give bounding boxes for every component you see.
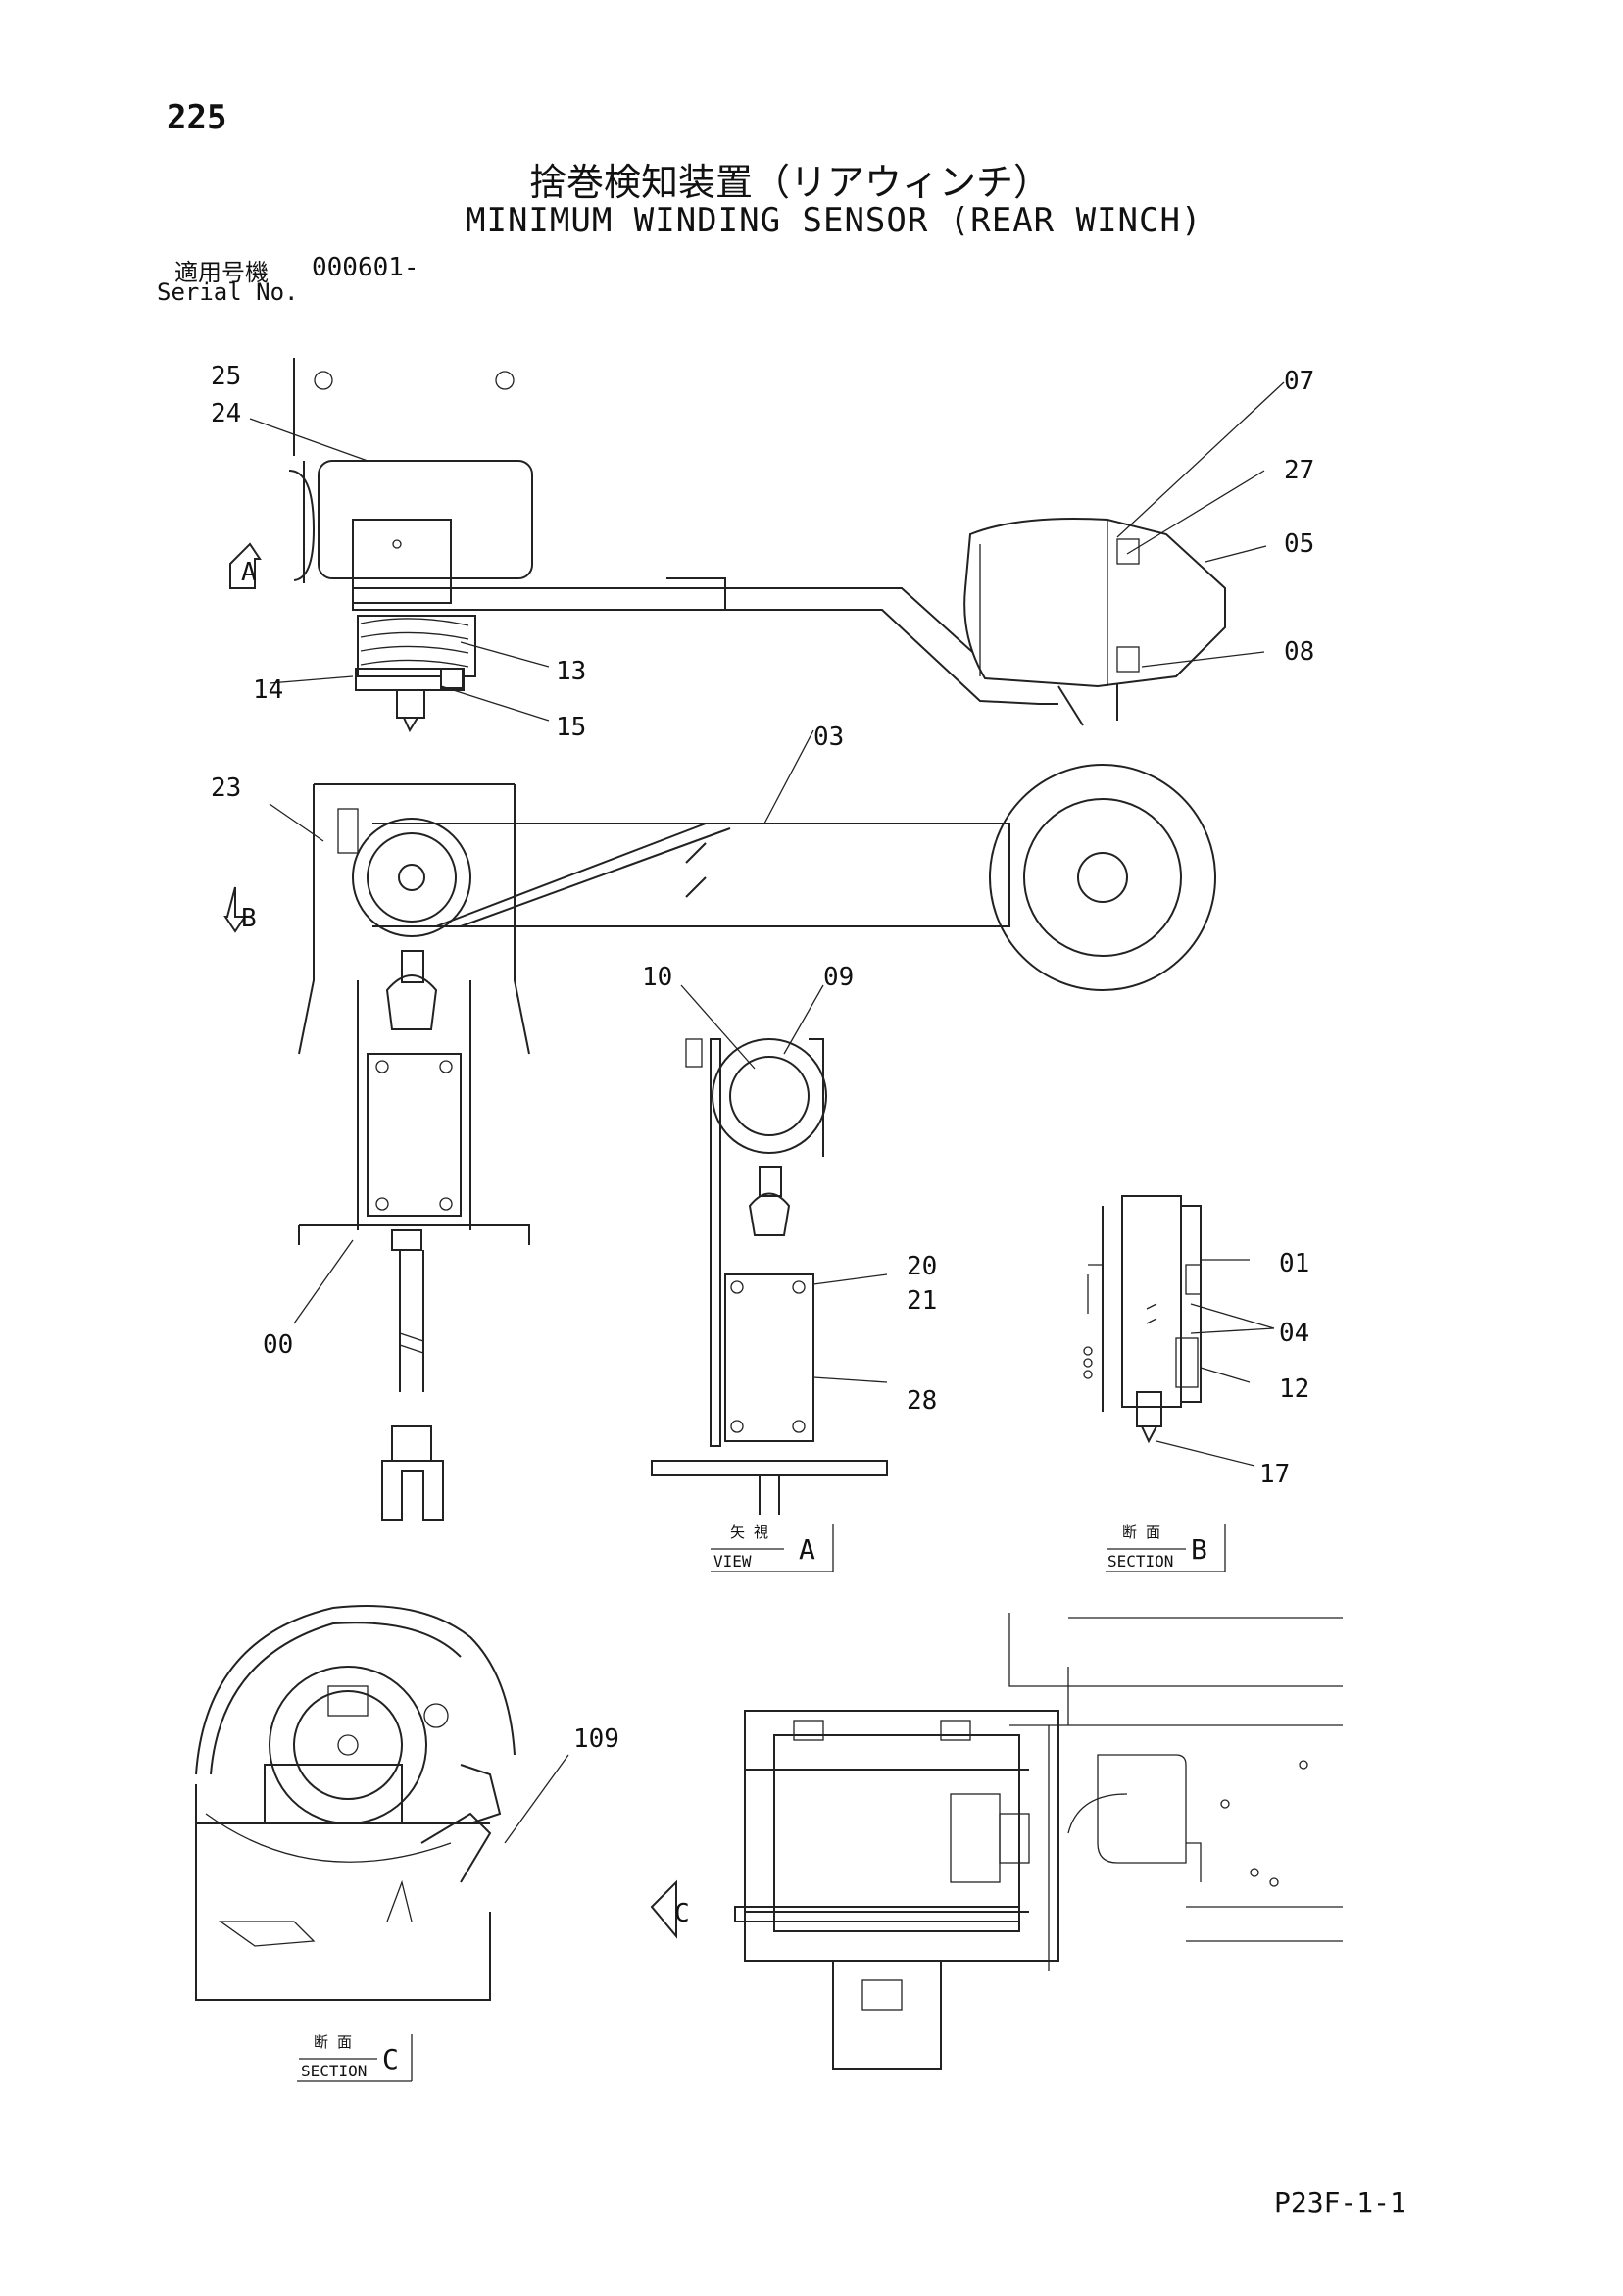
top-assembly-drawing — [288, 358, 1226, 733]
svg-text:A: A — [799, 1533, 815, 1566]
callout-09: 09 — [823, 963, 854, 992]
view-marker-c: C — [650, 1879, 690, 1939]
serial-code: 000601- — [312, 253, 419, 282]
view-a-drawing — [651, 1038, 888, 1515]
svg-text:矢 視: 矢 視 — [730, 1523, 768, 1541]
svg-text:B: B — [241, 904, 257, 933]
callout-21: 21 — [907, 1286, 937, 1316]
callout-01: 01 — [1279, 1249, 1309, 1278]
callout-04: 04 — [1279, 1319, 1309, 1348]
section-b-drawing — [1083, 1195, 1202, 1444]
side-view-drawing — [298, 764, 1216, 1521]
section-b-label: 断 面 SECTION B — [1106, 1523, 1226, 1572]
callout-27: 27 — [1284, 456, 1314, 485]
view-a-label: 矢 視 VIEW A — [711, 1523, 834, 1572]
svg-text:SECTION: SECTION — [1107, 1552, 1173, 1571]
view-marker-a: A — [229, 542, 262, 589]
svg-text:B: B — [1191, 1533, 1207, 1566]
svg-text:C: C — [382, 2043, 399, 2075]
callout-08: 08 — [1284, 637, 1314, 667]
part-callouts: 25 24 07 27 05 08 13 14 15 03 23 10 09 0… — [211, 362, 1314, 1754]
callout-05: 05 — [1284, 529, 1314, 559]
callout-24: 24 — [211, 399, 241, 428]
callout-25: 25 — [211, 362, 241, 391]
callout-03: 03 — [813, 723, 844, 752]
callout-13: 13 — [556, 657, 586, 686]
callout-10: 10 — [642, 963, 672, 992]
serial-label-english: Serial No. — [157, 278, 299, 306]
page-code: P23F-1-1 — [1274, 2186, 1406, 2219]
callout-28: 28 — [907, 1386, 937, 1416]
section-c-label: 断 面 SECTION C — [297, 2033, 413, 2082]
plan-view-drawing — [734, 1613, 1343, 2070]
svg-text:断 面: 断 面 — [314, 2033, 352, 2051]
page-number: 225 — [167, 98, 227, 137]
title-english: MINIMUM WINDING SENSOR (REAR WINCH) — [466, 201, 1203, 240]
title-japanese: 捨巻検知装置（リアウィンチ） — [529, 161, 1052, 204]
callout-14: 14 — [253, 675, 283, 705]
callout-00: 00 — [263, 1330, 293, 1360]
callout-12: 12 — [1279, 1374, 1309, 1404]
callout-20: 20 — [907, 1252, 937, 1281]
callout-17: 17 — [1259, 1460, 1290, 1489]
view-marker-b: B — [223, 886, 257, 933]
callout-23: 23 — [211, 774, 241, 803]
svg-text:A: A — [241, 558, 257, 587]
leader-lines — [249, 381, 1285, 1844]
svg-text:VIEW: VIEW — [713, 1552, 752, 1571]
callout-07: 07 — [1284, 367, 1314, 396]
svg-text:断 面: 断 面 — [1122, 1523, 1160, 1541]
svg-text:SECTION: SECTION — [301, 2062, 367, 2080]
serial-label-japanese: 適用号機 — [174, 259, 269, 286]
callout-15: 15 — [556, 713, 586, 742]
section-c-drawing — [195, 1605, 516, 2001]
svg-text:C: C — [674, 1899, 690, 1928]
callout-109: 109 — [573, 1724, 619, 1754]
